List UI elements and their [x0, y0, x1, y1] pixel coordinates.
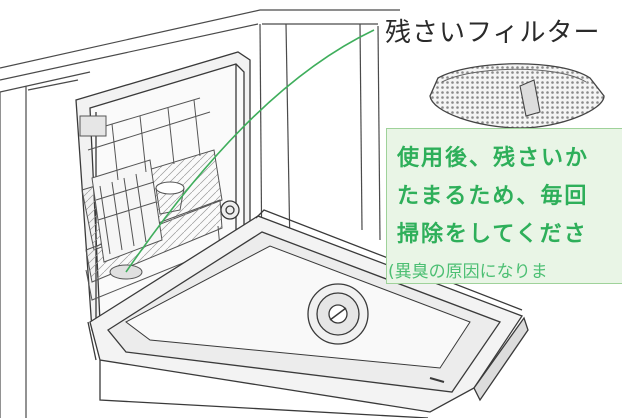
filter-icon: [429, 63, 605, 129]
note-line-3: 掃除をしてくださ: [397, 222, 588, 247]
note-subtext: (異臭の原因になりま: [388, 262, 548, 282]
note-line-1: 使用後、残さいか: [397, 146, 590, 171]
dishwasher-door: [87, 209, 529, 418]
dish-rack: [79, 97, 223, 301]
counter-cabinet: [0, 9, 400, 418]
note-box: [386, 128, 622, 284]
filter-title: 残さいフィルター: [385, 18, 601, 48]
leader-line: [125, 29, 375, 273]
note-line-2: たまるため、毎回: [397, 184, 589, 209]
